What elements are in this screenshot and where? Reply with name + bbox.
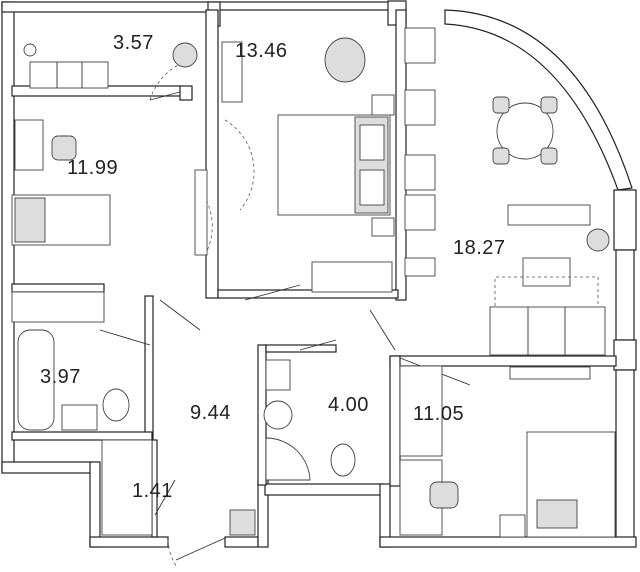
room-area-closet: 1.41 bbox=[132, 480, 173, 502]
furniture bbox=[11, 27, 616, 538]
room-area-kitchen-living: 18.27 bbox=[453, 237, 506, 259]
lamp-icon bbox=[23, 43, 37, 57]
dining-table bbox=[496, 102, 554, 160]
room-area-bathroom: 3.97 bbox=[40, 366, 81, 388]
room-area-shower-room: 4.00 bbox=[328, 394, 369, 416]
room-area-hallway: 9.44 bbox=[190, 402, 231, 424]
room-area-balcony: 3.57 bbox=[113, 32, 154, 54]
room-area-room-left: 11.99 bbox=[67, 157, 119, 179]
plant-icon bbox=[172, 42, 198, 68]
rug-icon bbox=[324, 37, 366, 83]
room-area-bedroom: 13.46 bbox=[235, 40, 288, 62]
room-area-room-right: 11.05 bbox=[413, 403, 465, 425]
interior-walls bbox=[11, 9, 617, 538]
plant-icon bbox=[586, 228, 610, 252]
